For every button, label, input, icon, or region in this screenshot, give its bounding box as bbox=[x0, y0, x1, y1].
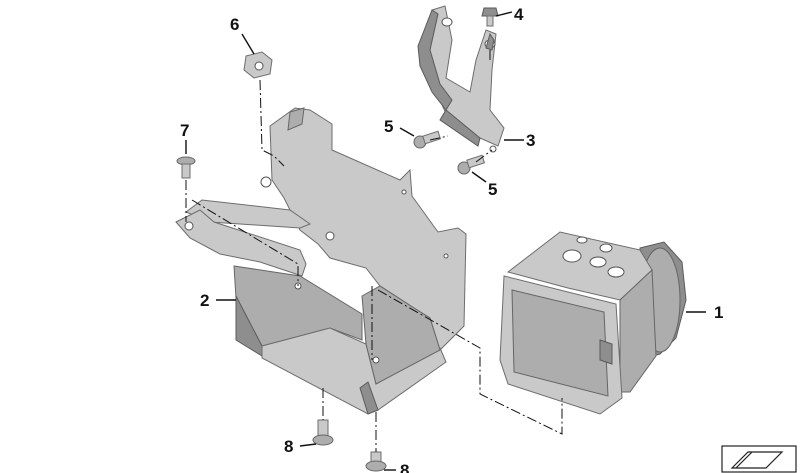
callout-6: 6 bbox=[230, 15, 239, 34]
clip-nut-part-6 bbox=[243, 51, 273, 79]
callout-3: 3 bbox=[526, 131, 535, 150]
callout-5-upper: 5 bbox=[384, 117, 393, 136]
bmw-sheet-symbol-icon bbox=[721, 445, 797, 473]
callout-5-lower: 5 bbox=[488, 180, 497, 199]
bolt-part-8-left bbox=[312, 419, 334, 446]
callout-8-right: 8 bbox=[400, 461, 409, 473]
screw-part-7 bbox=[176, 156, 196, 179]
callout-labels: 1 2 3 4 5 5 6 7 8 8 bbox=[180, 5, 723, 473]
screw-part-5-upper bbox=[413, 130, 442, 149]
callout-7: 7 bbox=[180, 121, 189, 140]
assembly-lines bbox=[185, 50, 563, 452]
bolt-part-8-right bbox=[365, 451, 387, 472]
callout-1: 1 bbox=[714, 303, 723, 322]
callout-4: 4 bbox=[514, 5, 524, 24]
bracket-holder bbox=[417, 5, 505, 153]
callout-2: 2 bbox=[200, 291, 209, 310]
abs-unit bbox=[499, 231, 687, 415]
nut-part-4 bbox=[481, 7, 499, 51]
callout-8-left: 8 bbox=[284, 437, 293, 456]
callout-leaders bbox=[185, 11, 706, 471]
bracket-main bbox=[175, 107, 467, 415]
